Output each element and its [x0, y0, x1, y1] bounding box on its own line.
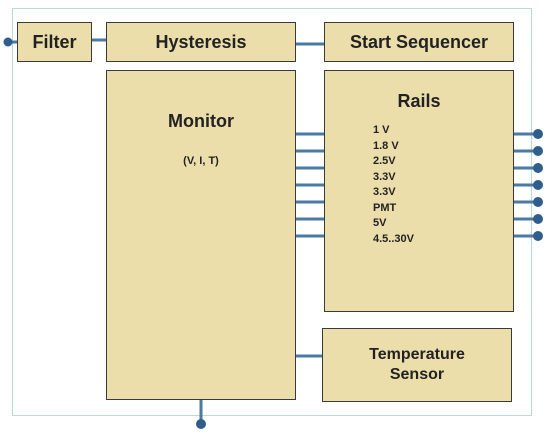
rail-item: 1.8 V [373, 139, 399, 152]
rail-output-terminal-6 [533, 214, 543, 224]
rail-output-terminal-5 [533, 197, 543, 207]
monitor-title: Monitor [168, 111, 234, 131]
monitor-subtitle: (V, I, T) [183, 155, 219, 167]
rail-item: PMT [373, 201, 397, 214]
monitor-block: Monitor (V, I, T) [106, 70, 296, 400]
temperature-sensor-block: Temperature Sensor [322, 328, 512, 402]
temperature-sensor-label: Temperature Sensor [369, 345, 465, 385]
rail-item: 3.3V [373, 170, 396, 183]
temperature-sensor-line-1: Temperature [369, 346, 465, 363]
start-sequencer-block: Start Sequencer [324, 22, 514, 62]
temperature-sensor-line-2: Sensor [389, 366, 445, 383]
rail-output-terminal-2 [533, 146, 543, 156]
rail-output-terminal-3 [533, 163, 543, 173]
hysteresis-block: Hysteresis [106, 22, 296, 62]
rail-item: 2.5V [373, 155, 396, 167]
system-boundary [12, 8, 532, 416]
rail-item: 4.5..30V [373, 232, 414, 245]
rail-output-terminal-1 [533, 129, 543, 139]
rails-block: Rails 1 V 1.8 V 2.5V 3.3V 3.3V PMT 5V 4.… [324, 70, 514, 312]
start-sequencer-label: Start Sequencer [349, 31, 489, 52]
rail-item: 3.3V [373, 186, 396, 198]
rail-item: 5V [373, 217, 387, 229]
filter-block: Filter [17, 22, 92, 62]
filter-input-terminal [3, 37, 13, 47]
rails-title: Rails [397, 91, 441, 111]
rail-output-terminal-7 [533, 231, 543, 241]
rail-item: 1 V [373, 124, 390, 136]
monitor-bottom-terminal [196, 419, 206, 429]
filter-label: Filter [32, 31, 77, 52]
hysteresis-label: Hysteresis [155, 31, 247, 52]
rail-output-terminal-4 [533, 180, 543, 190]
rails-list: 1 V 1.8 V 2.5V 3.3V 3.3V PMT 5V 4.5..30V [373, 123, 414, 247]
